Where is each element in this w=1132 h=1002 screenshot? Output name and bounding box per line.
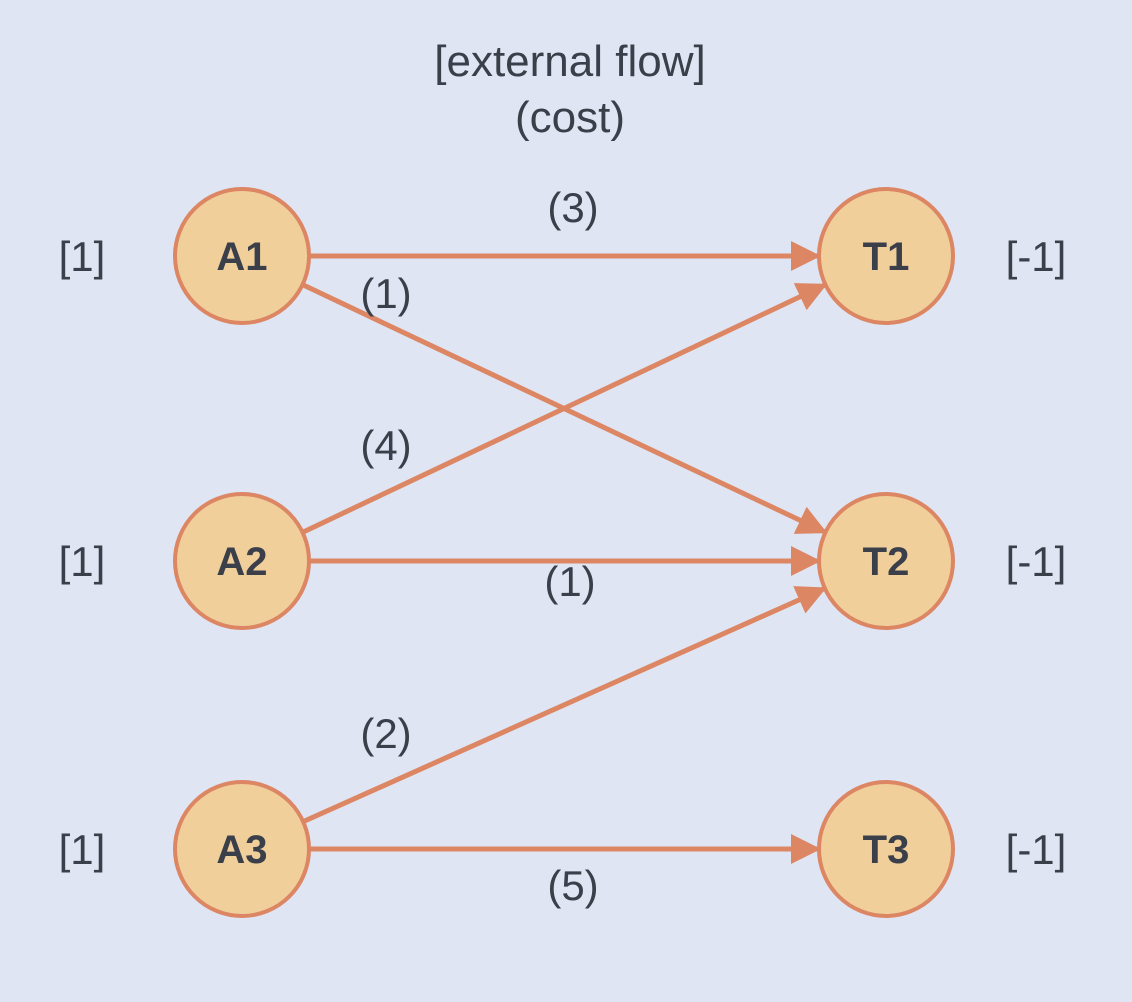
legend-cost: (cost) — [515, 93, 625, 142]
legend-external-flow: [external flow] — [434, 37, 705, 86]
node-circle-t1 — [817, 187, 955, 325]
node-label-t1: T1 — [863, 235, 910, 279]
labels-layer: (3) (1) (4) (1) (2) (5) [1] [1] [1] [-1] [-1] [-1] — [59, 184, 1067, 909]
node-a1: A1 — [173, 187, 311, 325]
node-circle-a2 — [173, 492, 311, 630]
edge-a2-t1 — [301, 282, 828, 535]
node-label-t2: T2 — [863, 540, 910, 584]
external-flow-label-a2: [1] — [59, 538, 106, 585]
external-flow-label-a1: [1] — [59, 233, 106, 280]
edge-cost-label-a2-t1: (4) — [360, 422, 411, 469]
node-circle-a1 — [173, 187, 311, 325]
external-flow-label-t2: [-1] — [1006, 538, 1067, 585]
edge-cost-label-a1-t2: (1) — [360, 270, 411, 317]
edge-cost-label-a2-t2: (1) — [544, 558, 595, 605]
node-label-a1: A1 — [216, 235, 267, 279]
node-a2: A2 — [173, 492, 311, 630]
edge-a3-t2 — [302, 586, 827, 824]
node-t3: T3 — [817, 780, 955, 918]
edge-cost-label-a3-t3: (5) — [547, 862, 598, 909]
node-circle-t3 — [817, 780, 955, 918]
node-circle-a3 — [173, 780, 311, 918]
node-label-t3: T3 — [863, 828, 910, 872]
external-flow-label-a3: [1] — [59, 826, 106, 873]
external-flow-label-t3: [-1] — [1006, 826, 1067, 873]
edges-layer — [301, 241, 828, 864]
edge-cost-label-a3-t2: (2) — [360, 710, 411, 757]
node-a3: A3 — [173, 780, 311, 918]
node-t1: T1 — [817, 187, 955, 325]
node-circle-t2 — [817, 492, 955, 630]
node-label-a2: A2 — [216, 540, 267, 584]
node-t2: T2 — [817, 492, 955, 630]
external-flow-label-t1: [-1] — [1006, 233, 1067, 280]
node-label-a3: A3 — [216, 828, 267, 872]
edge-cost-label-a1-t1: (3) — [547, 184, 598, 231]
